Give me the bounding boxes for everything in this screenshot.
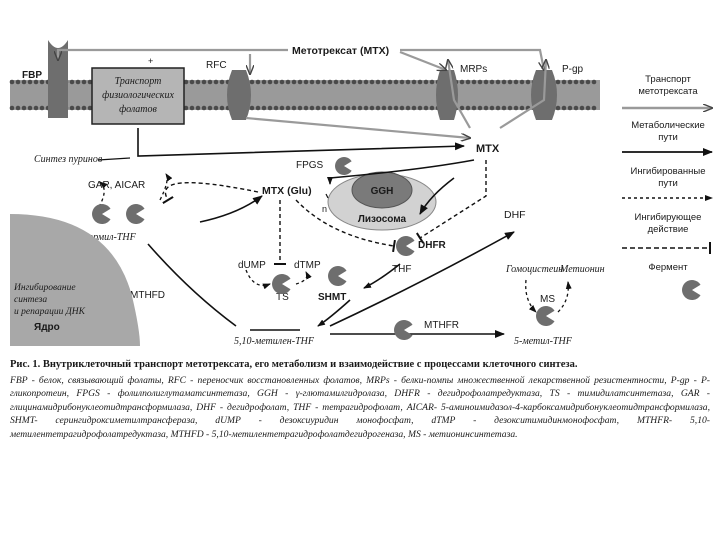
mrps-label: MRPs [460, 64, 487, 75]
gar-enzyme [92, 204, 111, 225]
purine-arrow [137, 128, 465, 157]
nucleus-label: Ядро [34, 322, 60, 333]
ts-label: TS [276, 292, 289, 303]
mtx-inner-label: MTX [476, 143, 500, 155]
ms-enzyme [536, 306, 555, 326]
aicar-enzyme [126, 204, 145, 225]
fpgs-label: FPGS [296, 160, 324, 171]
folate-transport-line-2: физиологических [102, 90, 174, 101]
formyl-thf-label: 10-формил-THF [68, 232, 137, 243]
shmt-label: SHMT [318, 292, 346, 303]
plus-sign: + [148, 56, 153, 66]
figure-caption: Рис. 1. Внутриклеточный транспорт метотр… [10, 358, 710, 442]
caption-title: Рис. 1. Внутриклеточный транспорт метотр… [10, 359, 578, 370]
ms-label: MS [540, 294, 555, 305]
fpgs-enzyme [335, 156, 352, 175]
purine-branch [97, 157, 131, 161]
dtmp-label: dTMP [294, 260, 321, 271]
enzyme-group [92, 156, 555, 340]
mthfr-label: MTHFR [424, 320, 459, 331]
pgp-label: P-gp [562, 64, 584, 75]
nucleus-text-3: и репарации ДНК [14, 307, 86, 317]
methyl-thf-label: 5-метил-THF [514, 336, 573, 347]
caption-body: FBP - белок, связывающий фолаты, RFC - п… [10, 374, 710, 440]
fbp-label: FBP [22, 70, 42, 81]
legend-enzyme-icon [682, 280, 701, 300]
legend-transport-2: метотрексата [638, 86, 698, 97]
lysosome-label: Лизосома [358, 214, 407, 225]
mthfr-enzyme [394, 320, 413, 340]
ts-enzyme [272, 274, 291, 295]
purine-synthesis-label: Синтез пуринов [34, 154, 103, 165]
mtx-top-label: Метотрексат (MTX) [292, 45, 389, 57]
folate-transport-line-3: фолатов [119, 104, 157, 115]
mtx-to-fpgs [327, 159, 475, 185]
legend-metabolic-2: пути [658, 132, 678, 143]
nucleus-text-2: синтеза [14, 295, 47, 305]
inhibition-lines [162, 160, 487, 265]
homocysteine-label: Гомоцистеин [505, 264, 563, 275]
metabolic-arrows [147, 177, 515, 338]
legend-enzyme-label: Фермент [648, 262, 688, 273]
dump-label: dUMP [238, 260, 266, 271]
dhf-label: DHF [504, 209, 526, 221]
legend-metabolic-1: Метаболические [631, 120, 705, 131]
folate-transport-box: Транспорт физиологических фолатов [91, 67, 185, 125]
mrps-transporter [436, 70, 458, 120]
methylene-thf-label: 5,10-метилен-THF [234, 336, 315, 347]
n-label: n [322, 204, 327, 214]
methionine-label: Метионин [559, 264, 605, 275]
nucleus: Ингибирование синтеза и репарации ДНК Яд… [10, 214, 140, 346]
legend-inhibiting-1: Ингибирующее [635, 212, 702, 223]
mthfd-label: MTHFD [130, 290, 165, 301]
dashed-cycle-arrows [95, 173, 572, 313]
legend-inhibited-1: Ингибированные [631, 166, 706, 177]
legend-transport-1: Транспорт [645, 74, 691, 85]
nucleus-text-1: Ингибирование [13, 282, 76, 293]
legend-inhibiting-2: действие [648, 224, 689, 235]
gar-aicar-label: GAR, AICAR [88, 180, 145, 191]
ggh-label: GGH [371, 186, 394, 197]
rfc-label: RFC [206, 60, 227, 71]
legend-enzyme-shape [682, 280, 701, 300]
lysosome: GGH Лизосома [327, 171, 437, 231]
legend: Транспорт метотрексата Метаболические пу… [622, 74, 713, 300]
mtx-transport-arrows [58, 48, 546, 138]
shmt-enzyme [328, 265, 347, 286]
fbp-transporter [48, 40, 68, 118]
fpgs-to-lysosome [325, 193, 329, 199]
dhfr-label: DHFR [418, 240, 447, 251]
dhfr-enzyme [396, 236, 415, 256]
mtx-glu-label: MTX (Glu) [262, 185, 312, 197]
thf-label: THF [392, 264, 411, 275]
folate-transport-line-1: Транспорт [115, 76, 162, 87]
rfc-transporter [227, 70, 251, 120]
legend-inhibited-2: пути [658, 178, 678, 189]
